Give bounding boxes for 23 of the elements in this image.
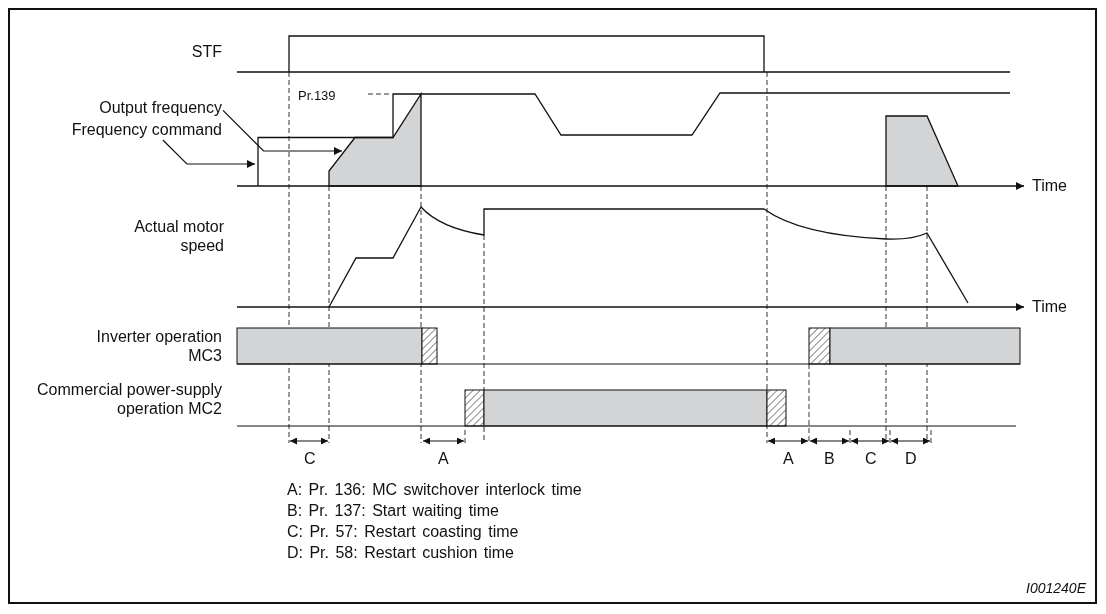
signal-label: STF <box>191 42 222 61</box>
interval-letter: C <box>865 449 877 468</box>
interval-letter: A <box>438 449 449 468</box>
legend-text: D: Pr. 58: Restart cushion time <box>287 543 514 562</box>
parameter-label: Pr.139 <box>298 87 336 105</box>
leader-line <box>162 139 256 168</box>
legend-text: B: Pr. 137: Start waiting time <box>287 501 499 520</box>
axis-label: Time <box>1032 297 1067 316</box>
interval-letter: C <box>304 449 316 468</box>
leader-line <box>222 109 343 155</box>
signal-label: Actual motor speed <box>133 217 224 255</box>
legend-text: C: Pr. 57: Restart coasting time <box>287 522 519 541</box>
interval-letter: B <box>824 449 835 468</box>
signal-label: Inverter operation MC3 <box>95 327 222 365</box>
axis-label: Time <box>1032 176 1067 195</box>
signal-label: Output frequency <box>99 98 222 117</box>
interval-letter: D <box>905 449 917 468</box>
interval-letter: A <box>783 449 794 468</box>
signal-label: Commercial power-supply operation MC2 <box>36 380 222 418</box>
signal-label: Frequency command <box>71 120 222 139</box>
frequency-command-line <box>257 92 1011 187</box>
legend-text: A: Pr. 136: MC switchover interlock time <box>287 480 582 499</box>
figure-id: I001240E <box>1026 579 1086 598</box>
